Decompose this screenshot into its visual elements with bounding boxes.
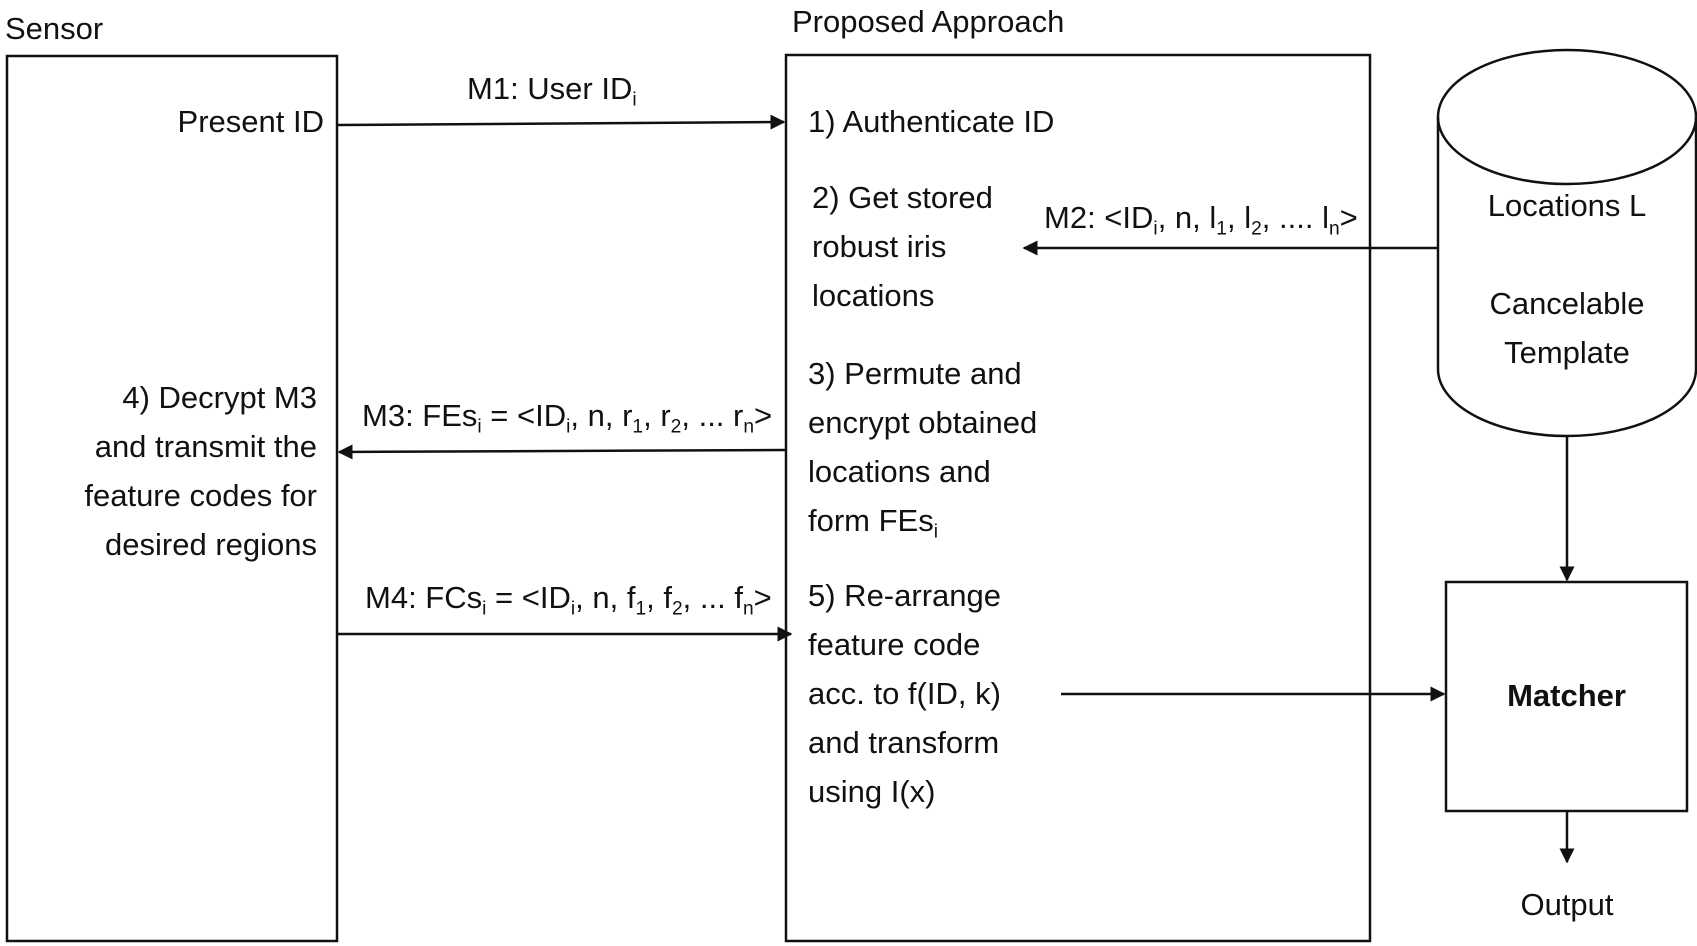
arrow-m1 — [336, 114, 786, 130]
arrow-m3 — [337, 444, 787, 460]
step3-text: 3) Permute and encrypt obtained location… — [808, 356, 1038, 543]
approach-box — [784, 53, 1372, 943]
database-cylinder — [1436, 48, 1697, 438]
matcher-label: Matcher — [1507, 678, 1626, 713]
step2-text: 2) Get stored robust iris locations — [812, 180, 993, 313]
output-label: Output — [1520, 887, 1614, 922]
sensor-title: Sensor — [5, 11, 104, 46]
present-id-label: Present ID — [177, 104, 324, 139]
step1-text: 1) Authenticate ID — [808, 104, 1055, 139]
approach-title: Proposed Approach — [792, 4, 1065, 39]
step5-text: 5) Re-arrange feature code acc. to f(ID,… — [808, 578, 1001, 809]
m1-label: M1: User IDi — [467, 71, 637, 111]
sensor-box — [5, 54, 339, 943]
step4-text: 4) Decrypt M3 and transmit the feature c… — [84, 380, 317, 562]
database-label: Locations L Cancelable Template — [1487, 188, 1647, 370]
m2-label: M2: <IDi, n, l1, l2, .... ln> — [1044, 200, 1358, 240]
m3-label: M3: FEsi = <IDi, n, r1, r2, ... rn> — [362, 398, 773, 438]
m4-label: M4: FCsi = <IDi, n, f1, f2, ... fn> — [365, 580, 772, 620]
